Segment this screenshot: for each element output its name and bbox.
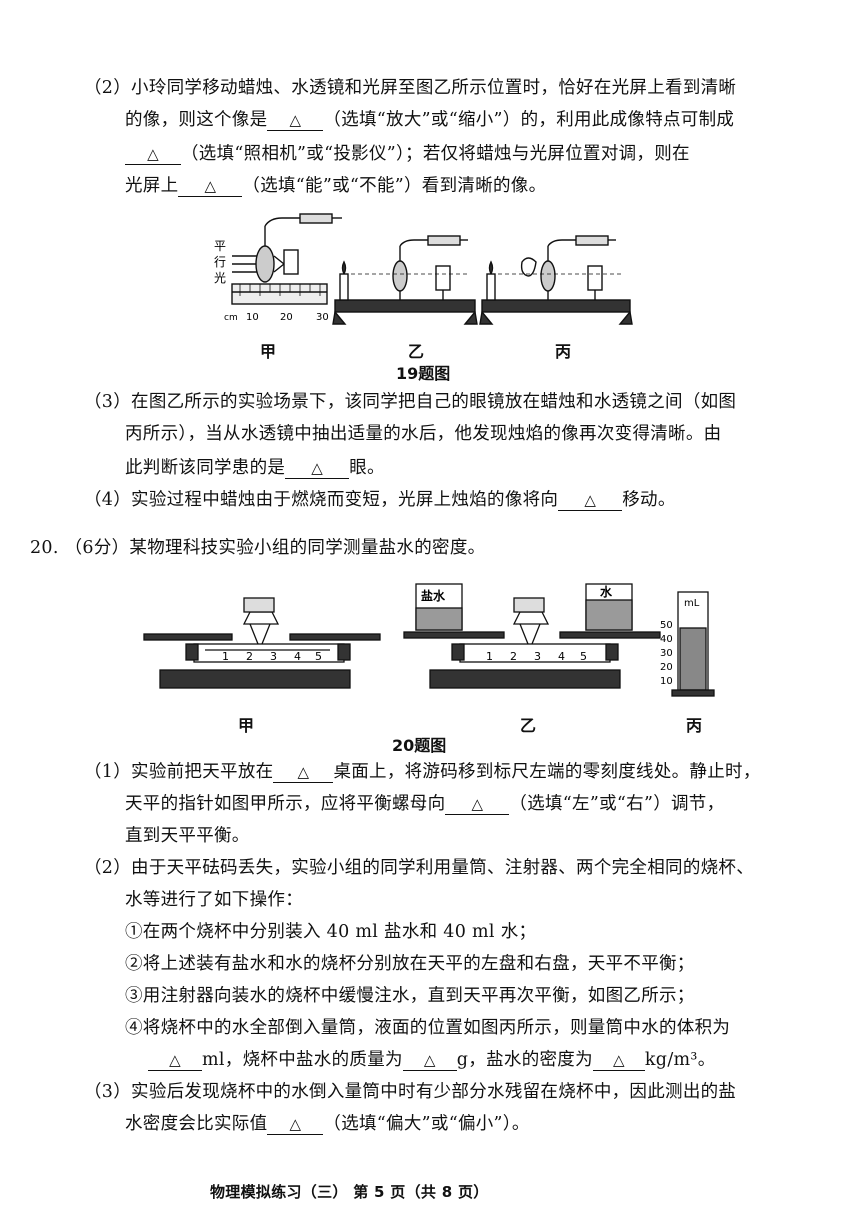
q19-part2-line4: 光屏上△（选填“能”或“不能”）看到清晰的像。: [125, 176, 547, 197]
figure-19: 平 行 光 cm 10 20 30: [214, 213, 633, 325]
answer-blank: △: [558, 490, 623, 511]
fig19-jia: [231, 213, 342, 305]
fig20-scale2-5: 5: [580, 650, 587, 663]
fig20-cyl-50: 50: [660, 620, 673, 631]
fig20-scale-2: 2: [246, 650, 253, 663]
answer-blank: △: [592, 1050, 645, 1071]
q20-part3-line1: （3）实验后发现烧杯中的水倒入量筒中时有少部分水残留在烧杯中，因此测出的盐: [84, 1082, 737, 1102]
fig19-parallel-2: 行: [214, 255, 226, 269]
answer-blank: △: [267, 110, 324, 131]
q19-part2-line3: △（选填“照相机”或“投影仪”）；若仅将蜡烛与光屏位置对调，则在: [125, 142, 690, 166]
answer-blank: △: [125, 144, 181, 165]
q20-part2-line2: 水等进行了如下操作：: [125, 890, 303, 910]
fig19-ruler-tick-20: 20: [280, 312, 293, 323]
q20-step2: ②将上述装有盐水和水的烧杯分别放在天平的左盘和右盘，天平不平衡；: [125, 954, 695, 974]
q20-part1-line3: 直到天平平衡。: [125, 826, 250, 846]
fig20-beaker-salt: 盐水: [421, 588, 446, 603]
q20-step4-answers: △ml，烧杯中盐水的质量为△g，盐水的密度为△kg/m³。: [148, 1048, 716, 1072]
fig20-label-yi: 乙: [520, 716, 537, 735]
q20-part1-line2: 天平的指针如图甲所示，应将平衡螺母向△（选填“左”或“右”）调节，: [125, 794, 725, 815]
q19-part2-line1: （2）小玲同学移动蜡烛、水透镜和光屏至图乙所示位置时，恰好在光屏上看到清晰: [84, 78, 737, 98]
fig19-ruler-tick-10: 10: [246, 312, 259, 323]
fig20-scale2-2: 2: [510, 650, 517, 663]
fig20-balance-yi: [403, 583, 661, 689]
fig19-ruler-tick-30: 30: [316, 312, 329, 323]
fig20-title: 20题图: [392, 736, 447, 755]
fig20-cyl-40: 40: [660, 634, 673, 645]
fig19-parallel-3: 光: [214, 271, 226, 285]
fig20-label-bing: 丙: [686, 716, 703, 735]
fig20-scale2-1: 1: [486, 650, 493, 663]
fig20-cylinder-bing: [671, 591, 715, 697]
fig19-label-yi: 乙: [408, 342, 425, 361]
fig20-scale-5: 5: [315, 650, 322, 663]
fig19-ruler-ticks: [239, 284, 321, 296]
answer-blank: △: [285, 458, 350, 479]
page-footer: 物理模拟练习（三） 第 5 页（共 8 页）: [210, 1183, 489, 1201]
fig20-label-jia: 甲: [238, 716, 255, 735]
fig19-parallel-1: 平: [214, 239, 226, 253]
q19-part3-line3: 此判断该同学患的是△眼。: [125, 458, 385, 479]
q19-part3-line2: 丙所示），当从水透镜中抽出适量的水后，他发现烛焰的像再次变得清晰。由: [125, 424, 722, 444]
q19-part4: （4）实验过程中蜡烛由于燃烧而变短，光屏上烛焰的像将向△移动。: [84, 490, 676, 511]
fig20-cyl-20: 20: [660, 662, 673, 673]
fig20-balance-jia: [143, 597, 381, 689]
fig20-scale-4: 4: [294, 650, 301, 663]
fig20-cyl-10: 10: [660, 676, 673, 687]
q20-step3: ③用注射器向装水的烧杯中缓慢注水，直到天平再次平衡，如图乙所示；: [125, 986, 695, 1006]
fig20-scale2-3: 3: [534, 650, 541, 663]
fig19-title: 19题图: [396, 364, 451, 383]
fig20-cyl-unit: mL: [684, 598, 700, 609]
fig19-label-jia: 甲: [260, 342, 277, 361]
q20-step4: ④将烧杯中的水全部倒入量筒，液面的位置如图丙所示，则量筒中水的体积为: [125, 1018, 731, 1038]
q20-part1-line1: （1）实验前把天平放在△桌面上，将游码移到标尺左端的零刻度线处。静止时，: [84, 762, 761, 783]
answer-blank: △: [267, 1114, 324, 1135]
answer-blank: △: [445, 794, 510, 815]
answer-blank: △: [402, 1050, 457, 1071]
fig20-scale2-4: 4: [558, 650, 565, 663]
fig20-cyl-30: 30: [660, 648, 673, 659]
fig19-label-bing: 丙: [555, 342, 572, 361]
answer-blank: △: [148, 1050, 202, 1071]
q20-step1: ①在两个烧杯中分别装入 40 ml 盐水和 40 ml 水；: [125, 922, 537, 942]
fig20-scale-1: 1: [222, 650, 229, 663]
fig20-beaker-water: 水: [600, 584, 613, 599]
fig19-ruler-unit: cm: [224, 313, 238, 323]
q20-part2-line1: （2）由于天平砝码丢失，实验小组的同学利用量筒、注射器、两个完全相同的烧杯、: [84, 858, 755, 878]
q20-title: 20. （6分）某物理科技实验小组的同学测量盐水的密度。: [30, 538, 486, 558]
q19-part2-line2: 的像，则这个像是△（选填“放大”或“缩小”）的，利用此成像特点可制成: [125, 110, 735, 131]
fig19-optical-bench: [332, 235, 633, 325]
q20-part3-line2: 水密度会比实际值△（选填“偏大”或“偏小”）。: [125, 1114, 530, 1135]
answer-blank: △: [178, 176, 243, 197]
q19-part3-line1: （3）在图乙所示的实验场景下，该同学把自己的眼镜放在蜡烛和水透镜之间（如图: [84, 392, 737, 412]
answer-blank: △: [273, 762, 334, 783]
fig20-scale-3: 3: [270, 650, 277, 663]
figure-20: 盐水 水 1 2 3 4 5 1 2 3 4 5 mL 50 40 30 20 …: [143, 583, 715, 697]
